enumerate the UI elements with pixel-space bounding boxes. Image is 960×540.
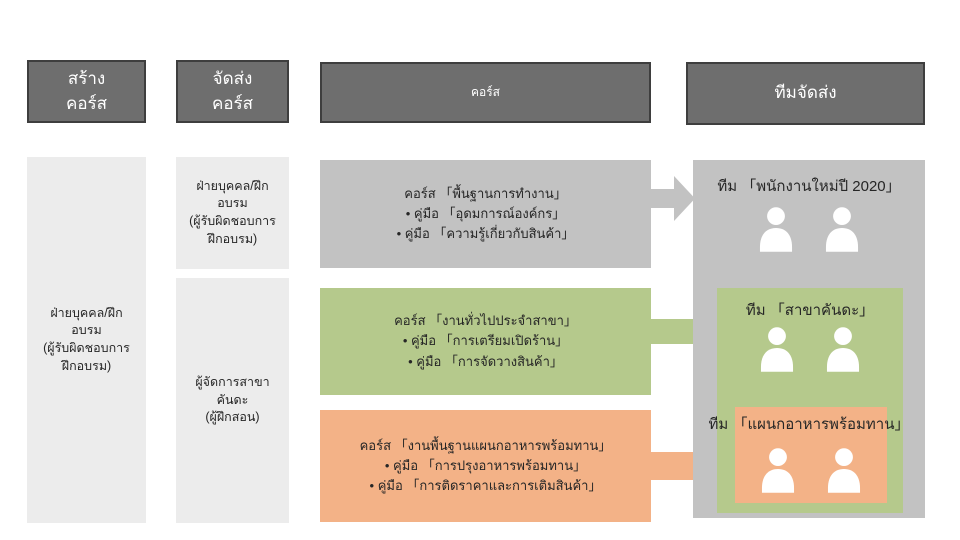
branch-manager-line: ผู้จัดการสาขา xyxy=(195,374,270,389)
header-deliver-course: จัดส่ง คอร์ส xyxy=(176,60,289,123)
hr-deliverer-line: อบรม xyxy=(217,196,248,211)
person-icon xyxy=(825,207,859,252)
course-3-manual-2: • คู่มือ 「การติดราคาและการเติมสินค้า」 xyxy=(369,478,602,494)
arrow-course1-to-team1-icon xyxy=(650,176,695,221)
course-2-title: คอร์ส 「งานทั่วไปประจำสาขา」 xyxy=(394,313,577,329)
header-create-course: สร้าง คอร์ส xyxy=(27,60,146,123)
header-course: คอร์ส xyxy=(320,62,651,123)
branch-manager-cell: ผู้จัดการสาขา คันดะ (ผู้ฝึกสอน) xyxy=(176,278,289,523)
header-course-label: คอร์ส xyxy=(470,84,500,99)
hr-deliverer-cell: ฝ่ายบุคคล/ฝึก อบรม (ผู้รับผิดชอบการ ฝึกอ… xyxy=(176,157,289,269)
hr-deliverer-line: ฝ่ายบุคคล/ฝึก xyxy=(196,178,269,193)
header-deliver-course-line2: คอร์ส xyxy=(211,93,254,113)
course-1-manual-2: • คู่มือ 「ความรู้เกี่ยวกับสินค้า」 xyxy=(396,226,575,242)
course-3-title: คอร์ส 「งานพื้นฐานแผนกอาหารพร้อมทาน」 xyxy=(359,437,612,453)
team-3-members xyxy=(735,445,887,493)
person-icon xyxy=(826,327,860,372)
creator-role-line: ฝ่ายบุคคล/ฝึก xyxy=(50,305,123,320)
header-delivery-team-label: ทีมจัดส่ง xyxy=(774,83,837,103)
team-3-box xyxy=(735,407,887,503)
person-icon xyxy=(827,448,861,493)
hr-deliverer-line: ฝึกอบรม) xyxy=(207,231,258,246)
header-delivery-team: ทีมจัดส่ง xyxy=(686,62,925,125)
course-box-2: คอร์ส 「งานทั่วไปประจำสาขา」 • คู่มือ 「การ… xyxy=(320,288,651,395)
team-2-label: ทีม 「สาขาคันดะ」 xyxy=(745,302,875,319)
creator-role-line: (ผู้รับผิดชอบการ xyxy=(43,341,130,355)
person-icon xyxy=(761,448,795,493)
team-2-members xyxy=(717,324,903,372)
branch-manager-line: คันดะ xyxy=(216,392,249,407)
team-2-box: ทีม 「สาขาคันดะ」 xyxy=(717,288,903,513)
creator-role-line: ฝึกอบรม) xyxy=(61,358,112,373)
creator-role-line: อบรม xyxy=(71,323,102,338)
course-box-3: คอร์ส 「งานพื้นฐานแผนกอาหารพร้อมทาน」 • คู… xyxy=(320,410,651,522)
header-create-course-line1: สร้าง xyxy=(67,68,106,88)
person-icon xyxy=(759,207,793,252)
person-icon xyxy=(760,327,794,372)
team-1-members xyxy=(693,204,925,252)
course-1-title: คอร์ส 「พื้นฐานการทำงาน」 xyxy=(404,185,567,201)
creator-role-cell: ฝ่ายบุคคล/ฝึก อบรม (ผู้รับผิดชอบการ ฝึกอ… xyxy=(27,157,146,523)
team-group-container: ทีม 「พนักงานใหม่ปี 2020」 ทีม 「สาขาคันดะ」 xyxy=(693,160,925,518)
hr-deliverer-line: (ผู้รับผิดชอบการ xyxy=(189,214,276,228)
team-1-label: ทีม 「พนักงานใหม่ปี 2020」 xyxy=(717,178,901,195)
team-3-label: ทีม 「แผนกอาหารพร้อมทาน」 xyxy=(708,416,910,433)
course-1-manual-1: • คู่มือ 「อุดมการณ์องค์กร」 xyxy=(405,205,566,221)
course-2-manual-1: • คู่มือ 「การเตรียมเปิดร้าน」 xyxy=(402,333,569,349)
course-2-manual-2: • คู่มือ 「การจัดวางสินค้า」 xyxy=(408,353,563,369)
branch-manager-line: (ผู้ฝึกสอน) xyxy=(205,410,260,425)
course-box-1: คอร์ส 「พื้นฐานการทำงาน」 • คู่มือ 「อุดมกา… xyxy=(320,160,651,268)
header-deliver-course-line1: จัดส่ง xyxy=(212,68,253,88)
course-3-manual-1: • คู่มือ 「การปรุงอาหารพร้อมทาน」 xyxy=(384,457,587,473)
header-create-course-line2: คอร์ส xyxy=(65,93,108,113)
